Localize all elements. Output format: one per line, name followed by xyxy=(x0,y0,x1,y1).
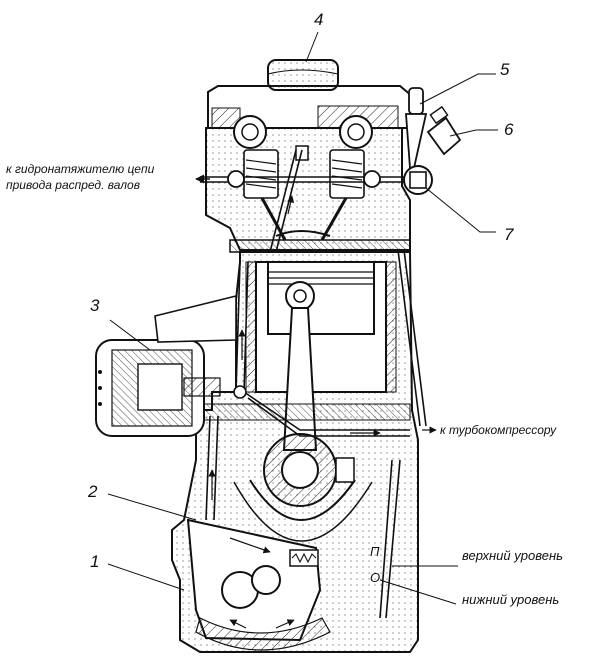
callout-3: 3 xyxy=(90,296,100,315)
chain-tensioner-line2: привода распред. валов xyxy=(6,178,140,192)
oil-pump-1 xyxy=(186,518,331,651)
head-cover xyxy=(207,59,413,129)
callout-7: 7 xyxy=(504,225,514,244)
turbocharger-label: к турбокомпрессору xyxy=(440,423,557,437)
callout-5: 5 xyxy=(500,60,510,79)
sensor-5 xyxy=(405,87,428,169)
mark-lower: О xyxy=(370,570,381,585)
callout-leaders xyxy=(107,31,498,605)
head-oil-gallery xyxy=(195,170,426,188)
cylinder-head xyxy=(205,115,411,253)
upper-level-label: верхний уровень xyxy=(462,548,563,563)
gallery-junction xyxy=(233,385,247,399)
oil-filter-3 xyxy=(95,294,237,437)
oil-flow-arrows xyxy=(208,195,437,629)
oil-flow-lines xyxy=(205,149,427,619)
callout-2: 2 xyxy=(88,482,98,501)
lower-level-label: нижний уровень xyxy=(462,592,560,607)
callout-1: 1 xyxy=(90,552,100,571)
callout-4: 4 xyxy=(314,10,324,29)
valve-6 xyxy=(426,105,462,156)
callout-6: 6 xyxy=(504,120,514,139)
mark-upper: П xyxy=(370,544,380,559)
chain-tensioner-line1: к гидронатяжителю цепи xyxy=(6,162,155,176)
fitting-7 xyxy=(403,165,433,195)
